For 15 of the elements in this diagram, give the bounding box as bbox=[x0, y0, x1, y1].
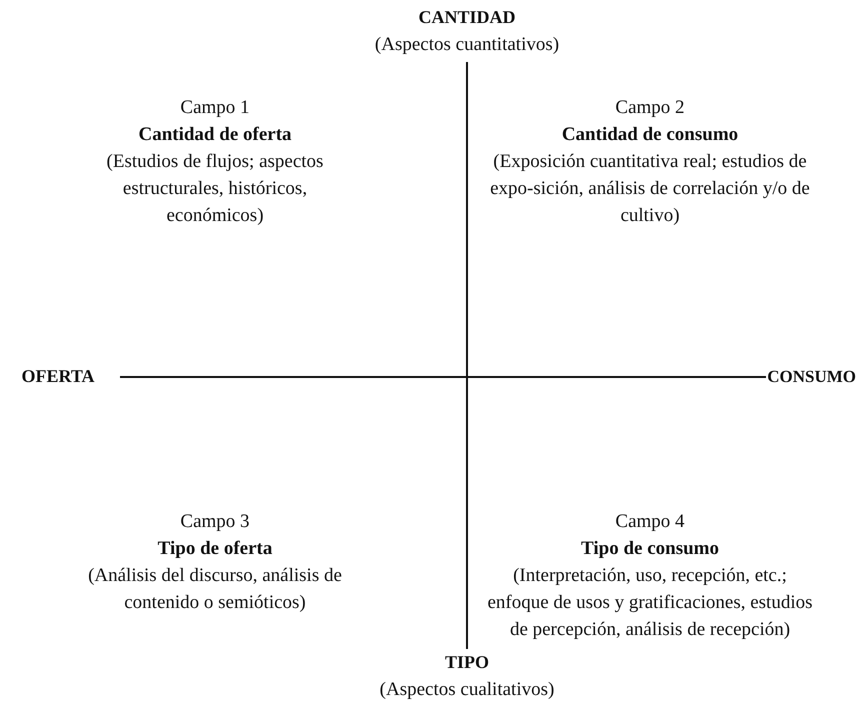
field-title: Tipo de oferta bbox=[156, 537, 274, 561]
field-title: Tipo de consumo bbox=[580, 537, 720, 561]
field-number: Campo 2 bbox=[614, 96, 686, 120]
field-description: (Estudios de flujos; aspectos estructurales, históricos, económicos) bbox=[106, 150, 324, 228]
field-number: Campo 1 bbox=[179, 96, 251, 120]
field-number: Campo 4 bbox=[614, 510, 686, 534]
axis-subtitle: (Aspectos cuantitativos) bbox=[374, 33, 560, 57]
field-title: Cantidad de consumo bbox=[560, 123, 740, 147]
field-number: Campo 3 bbox=[179, 510, 251, 534]
axis-title: CANTIDAD bbox=[417, 6, 516, 29]
field-title: Cantidad de oferta bbox=[137, 123, 293, 147]
axis-subtitle: (Aspectos cualitativos) bbox=[378, 678, 556, 702]
field-description: (Interpretación, uso, recepción, etc.; enfoque de usos y gratificaciones, estudios de percepción, análisis de recepción) bbox=[486, 564, 814, 642]
field-description: (Análisis del discurso, análisis de contenido o semióticos) bbox=[87, 564, 343, 615]
field-description: (Exposición cuantitativa real; estudios de expo-sición, análisis de correlación y/o de cultivo) bbox=[490, 150, 810, 228]
